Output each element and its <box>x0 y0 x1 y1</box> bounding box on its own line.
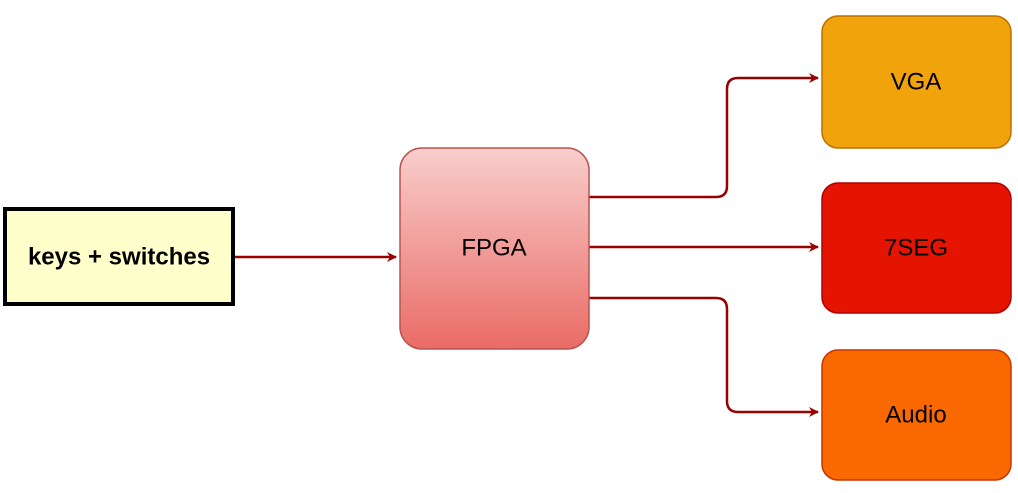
sevenseg-node-box <box>821 182 1012 314</box>
audio-node-label: Audio <box>885 401 946 428</box>
fpga-node-box <box>399 147 590 350</box>
audio-node-box <box>821 349 1012 481</box>
vga-node-label: VGA <box>891 68 942 95</box>
audio-node: Audio <box>821 349 1012 481</box>
edge-fpga-to-audio <box>589 296 819 417</box>
edge-fpga-to-vga <box>589 73 819 199</box>
sevenseg-node-label: 7SEG <box>884 234 948 261</box>
input-node-box <box>3 207 235 306</box>
vga-node: VGA <box>821 15 1012 149</box>
sevenseg-node: 7SEG <box>821 182 1012 314</box>
input-node: keys + switches <box>3 207 235 306</box>
input-node-label: keys + switches <box>28 243 210 270</box>
fpga-node: FPGA <box>399 147 590 350</box>
fpga-node-label: FPGA <box>461 234 526 261</box>
vga-node-box <box>821 15 1012 149</box>
